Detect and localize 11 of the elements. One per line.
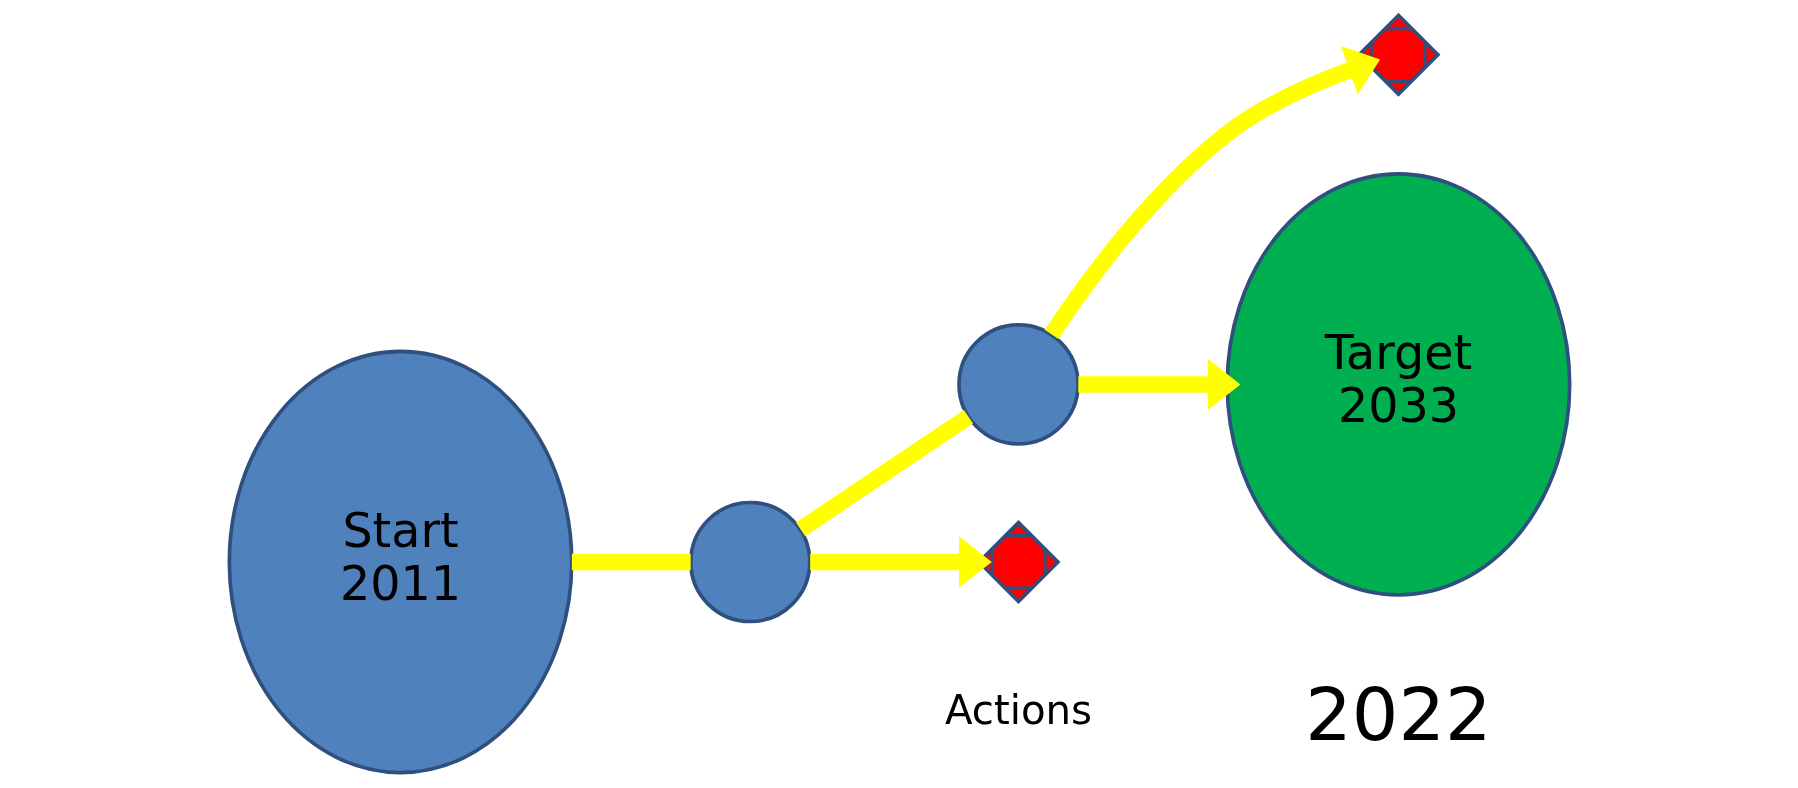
arrow [809,536,992,588]
label: 2022 [1304,671,1492,757]
node-ellipse: Start 2011 [227,349,574,775]
node-ellipse: Target 2033 [1224,172,1571,597]
arrow [1077,358,1240,410]
label: Actions [944,687,1092,734]
arrow [1044,45,1380,339]
node-circle [956,323,1080,446]
connector [795,409,973,537]
node-circle [688,500,812,624]
connector [571,553,691,571]
